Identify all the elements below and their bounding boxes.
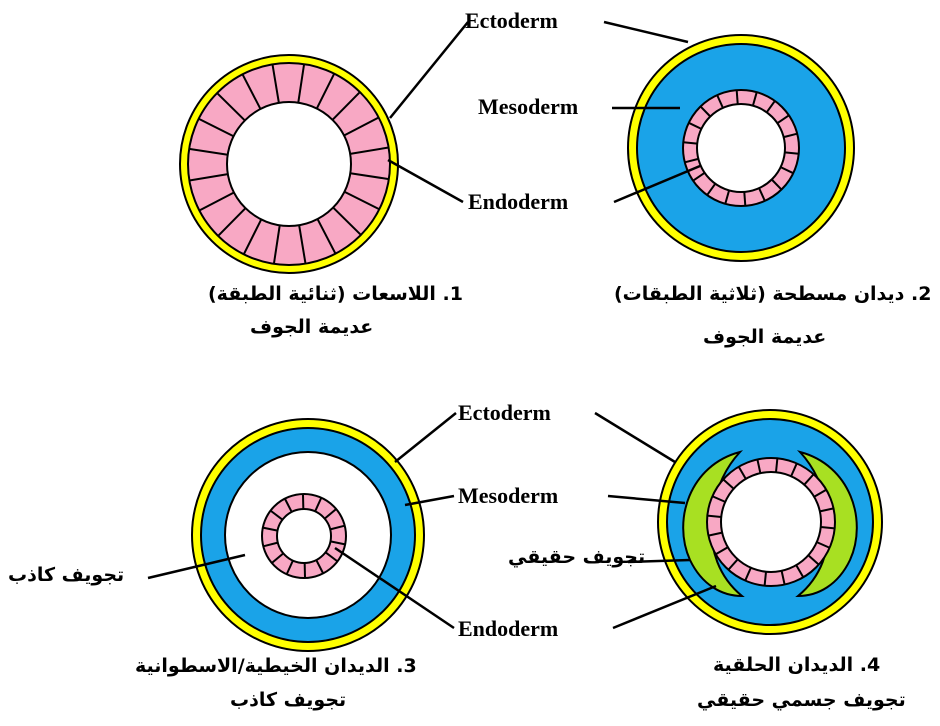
caption-4-subtitle: تجويف جسمي حقيقي bbox=[697, 691, 906, 710]
caption-2-subtitle: عديمة الجوف bbox=[703, 328, 826, 347]
caption-1-text: اللاسعات (ثنائية الطبقة) bbox=[208, 283, 436, 305]
caption-3-subtitle: تجويف كاذب bbox=[230, 691, 346, 710]
cell-divider bbox=[744, 192, 745, 206]
caption-1-number: 1. bbox=[442, 283, 462, 305]
label-mesoderm-top: Mesoderm bbox=[478, 96, 578, 118]
diagram-2-flatworm bbox=[628, 35, 854, 261]
gut-cavity-1 bbox=[227, 102, 351, 226]
caption-2-title: 2. ديدان مسطحة (ثلاثية الطبقات) bbox=[614, 285, 932, 304]
cell-divider bbox=[776, 458, 777, 472]
caption-3-number: 3. bbox=[396, 655, 416, 677]
caption-3-text: الديدان الخيطية/الاسطوانية bbox=[135, 655, 390, 677]
pointer-ectoderm-2 bbox=[604, 22, 688, 42]
caption-4-number: 4. bbox=[860, 654, 880, 676]
pointer-ectoderm-4 bbox=[595, 413, 675, 462]
pointer-endoderm-1 bbox=[388, 160, 463, 202]
cell-divider bbox=[707, 516, 721, 517]
label-ectoderm-bottom: Ectoderm bbox=[458, 402, 551, 424]
label-true-coelom: تجويف حقيقي bbox=[508, 548, 645, 567]
caption-3-title: 3. الديدان الخيطية/الاسطوانية bbox=[135, 657, 417, 676]
gut-cavity-3 bbox=[277, 509, 331, 563]
pointer-ectoderm-3 bbox=[395, 413, 456, 462]
cell-divider bbox=[821, 527, 835, 528]
caption-2-number: 2. bbox=[911, 283, 931, 305]
cell-divider bbox=[785, 152, 799, 153]
cell-divider bbox=[737, 90, 738, 104]
cell-divider bbox=[765, 572, 766, 586]
cell-divider bbox=[683, 142, 697, 143]
diagram-1-cnidaria bbox=[180, 55, 398, 273]
diagram-3-nematode bbox=[192, 419, 424, 651]
label-endoderm-top: Endoderm bbox=[468, 191, 568, 213]
caption-2-text: ديدان مسطحة (ثلاثية الطبقات) bbox=[614, 283, 904, 305]
caption-4-text: الديدان الحلقية bbox=[713, 654, 853, 676]
diagram-4-annelid bbox=[658, 410, 882, 634]
label-pseudocoelom: تجويف كاذب bbox=[8, 566, 124, 585]
label-endoderm-bottom: Endoderm bbox=[458, 618, 558, 640]
caption-4-title: 4. الديدان الحلقية bbox=[713, 656, 880, 675]
gut-cavity-4 bbox=[721, 472, 821, 572]
label-ectoderm-top: Ectoderm bbox=[465, 10, 558, 32]
label-mesoderm-bottom: Mesoderm bbox=[458, 485, 558, 507]
gut-cavity-2 bbox=[697, 104, 785, 192]
pointer-ectoderm-1 bbox=[390, 22, 468, 118]
caption-1-title: 1. اللاسعات (ثنائية الطبقة) bbox=[208, 285, 463, 304]
caption-1-subtitle: عديمة الجوف bbox=[250, 318, 373, 337]
